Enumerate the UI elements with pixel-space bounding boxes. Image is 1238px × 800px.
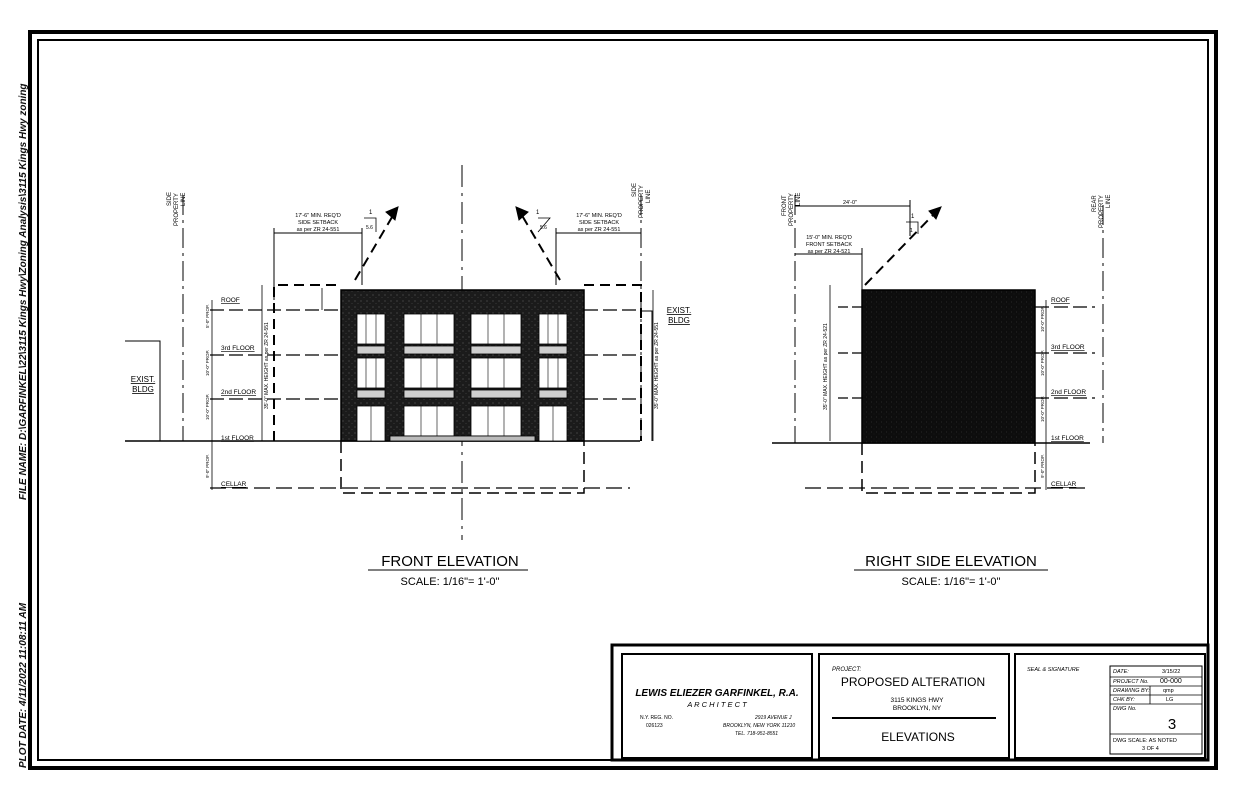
front-exist-bldg-right-1: EXIST. bbox=[667, 306, 691, 315]
right-dim-2: 10'-0" PROP. bbox=[1040, 350, 1045, 376]
drawing-by-value: qmp bbox=[1163, 688, 1174, 694]
sheet-title: ELEVATIONS bbox=[881, 730, 955, 744]
front-setback-left-2: SIDE SETBACK bbox=[298, 220, 338, 226]
project-no-value: 00-000 bbox=[1160, 678, 1182, 685]
front-side-pl-left-1: SIDE bbox=[167, 192, 173, 206]
right-setback-2: FRONT SETBACK bbox=[806, 242, 852, 248]
right-front-pl-3: LINE bbox=[796, 193, 802, 206]
front-setback-left-3: as per ZR 24-551 bbox=[297, 227, 340, 233]
front-exist-bldg-left-1: EXIST. bbox=[131, 375, 155, 384]
front-exist-bldg-left-2: BLDG bbox=[132, 385, 154, 394]
front-floor-2nd: 2nd FLOOR bbox=[221, 389, 256, 396]
right-slope-run: 1 bbox=[910, 228, 913, 234]
front-side-pl-right-2: PROPERTY bbox=[639, 185, 645, 218]
right-rear-pl-1: REAR bbox=[1092, 195, 1098, 212]
front-side-pl-left-3: LINE bbox=[181, 193, 187, 206]
front-dim-2: 10'-0" PROP. bbox=[205, 350, 210, 376]
right-dim-3: 10'-0" PROP. bbox=[1040, 396, 1045, 422]
right-front-pl-2: PROPERTY bbox=[789, 193, 795, 226]
right-elevation-title: RIGHT SIDE ELEVATION bbox=[865, 553, 1037, 570]
date-value: 3/15/22 bbox=[1162, 669, 1180, 675]
project-address1: 3115 KINGS HWY bbox=[891, 697, 945, 704]
front-dim-3: 10'-0" PROP. bbox=[205, 394, 210, 420]
plot-date-label: PLOT DATE: 4/11/2022 11:08:11 AM bbox=[18, 602, 29, 768]
right-slope-ratio: 1 bbox=[911, 214, 915, 220]
front-floor-3rd: 3rd FLOOR bbox=[221, 345, 255, 352]
front-setback-right-3: as per ZR 24-551 bbox=[578, 227, 621, 233]
reg-number: 026123 bbox=[646, 723, 663, 729]
right-max-height: 35'-0" MAX. HEIGHT as per ZR 24-521 bbox=[823, 323, 829, 410]
seal-label: SEAL & SIGNATURE bbox=[1027, 667, 1080, 673]
project-address2: BROOKLYN, NY bbox=[893, 705, 942, 712]
front-max-height-right: 35'-0" MAX. HEIGHT as per ZR 24-551 bbox=[654, 322, 660, 409]
front-floor-cellar: CELLAR bbox=[221, 481, 247, 488]
title-block bbox=[610, 643, 1210, 762]
front-side-pl-right-3: LINE bbox=[646, 190, 652, 203]
right-elevation-drawing bbox=[772, 195, 1104, 494]
architect-name: LEWIS ELIEZER GARFINKEL, R.A. bbox=[635, 688, 798, 699]
chk-by-value: LG bbox=[1166, 697, 1173, 703]
architect-title: A R C H I T E C T bbox=[686, 700, 748, 709]
right-front-pl-1: FRONT bbox=[782, 195, 788, 216]
front-dim-4: 9'-0" PROP. bbox=[205, 454, 210, 478]
right-dim-1: 10'-0" PROP. bbox=[1040, 306, 1045, 332]
right-setback-3: as per ZR 24-521 bbox=[808, 249, 851, 255]
right-floor-3rd: 3rd FLOOR bbox=[1051, 344, 1085, 351]
project-name: PROPOSED ALTERATION bbox=[841, 675, 985, 689]
address-line2: BROOKLYN, NEW YORK 11210 bbox=[723, 723, 795, 729]
front-elevation-title: FRONT ELEVATION bbox=[381, 553, 519, 570]
front-setback-left-1: 17'-6" MIN. REQ'D bbox=[295, 213, 341, 219]
front-slope-run-right: 5.6 bbox=[540, 225, 547, 231]
chk-by-label: CHK BY: bbox=[1113, 697, 1135, 703]
front-windows bbox=[356, 313, 568, 442]
project-no-label: PROJECT No. bbox=[1113, 679, 1149, 685]
outer-border bbox=[28, 30, 1218, 770]
dwg-no-label: DWG No. bbox=[1113, 706, 1137, 712]
right-dim-4: 9'-0" PROP. bbox=[1040, 454, 1045, 478]
front-elevation-scale: SCALE: 1/16"= 1'-0" bbox=[401, 576, 500, 588]
architect-tel: TEL. 718-951-8551 bbox=[735, 731, 778, 737]
drawing-by-label: DRAWING BY: bbox=[1113, 688, 1150, 694]
front-side-pl-right-1: SIDE bbox=[632, 183, 638, 197]
right-rear-pl-2: PROPERTY bbox=[1099, 195, 1105, 228]
sheet-count: 3 OF 4 bbox=[1142, 746, 1159, 752]
front-floor-1st: 1st FLOOR bbox=[221, 435, 254, 442]
project-label: PROJECT: bbox=[832, 667, 862, 673]
reg-label: N.Y. REG. NO. bbox=[640, 715, 673, 721]
right-rear-pl-3: LINE bbox=[1106, 195, 1112, 208]
right-floor-1st: 1st FLOOR bbox=[1051, 435, 1084, 442]
dwg-scale: DWG SCALE: AS NOTED bbox=[1113, 738, 1177, 744]
front-slope-ratio-right: 1 bbox=[536, 210, 540, 216]
right-floor-2nd: 2nd FLOOR bbox=[1051, 389, 1086, 396]
address-line1: 2919 AVENUE J bbox=[754, 715, 792, 721]
front-setback-right-1: 17'-6" MIN. REQ'D bbox=[576, 213, 622, 219]
front-slope-ratio-left: 1 bbox=[369, 210, 373, 216]
right-width-dim: 24'-0" bbox=[843, 200, 857, 206]
front-floor-roof: ROOF bbox=[221, 297, 240, 304]
right-floor-roof: ROOF bbox=[1051, 297, 1070, 304]
front-slope-run-left: 5.6 bbox=[366, 225, 373, 231]
date-label: DATE: bbox=[1113, 669, 1129, 675]
dwg-no-value: 3 bbox=[1168, 716, 1176, 733]
front-exist-bldg-right-2: BLDG bbox=[668, 316, 690, 325]
right-setback-1: 15'-0" MIN. REQ'D bbox=[806, 235, 852, 241]
front-setback-right-2: SIDE SETBACK bbox=[579, 220, 619, 226]
right-floor-cellar: CELLAR bbox=[1051, 481, 1077, 488]
front-side-pl-left-2: PROPERTY bbox=[174, 193, 180, 226]
front-max-height-left: 35'-0" MAX. HEIGHT as per ZR 24-551 bbox=[264, 322, 270, 409]
right-elevation-scale: SCALE: 1/16"= 1'-0" bbox=[902, 576, 1001, 588]
file-name-label: FILE NAME: D:\GARFINKEL\22\3115 Kings Hw… bbox=[18, 83, 29, 500]
front-dim-1: 5'-0" PROP. bbox=[205, 304, 210, 328]
